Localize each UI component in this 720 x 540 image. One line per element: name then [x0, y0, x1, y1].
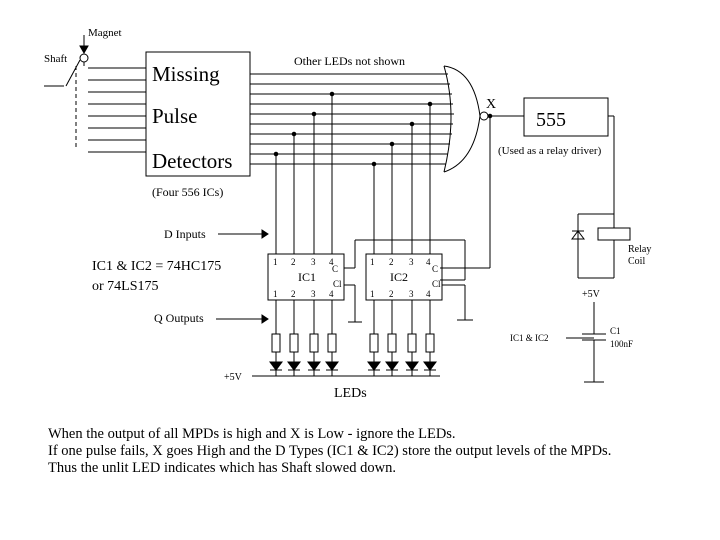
description-note: When the output of all MPDs is high and …	[48, 426, 708, 477]
ic2-pin-d1: 1	[370, 257, 375, 267]
ic1-pin-q2: 2	[291, 289, 296, 299]
relay-label-line2: Coil	[628, 256, 645, 267]
timer-555-label: 555	[536, 109, 566, 131]
magnet-label: Magnet	[88, 27, 122, 39]
relay-circuit	[571, 115, 631, 279]
ic1-pin-d1: 1	[273, 257, 278, 267]
ic1-chip	[267, 253, 345, 301]
cap-name-label: C1	[610, 326, 621, 336]
supply-right-label: +5V	[582, 289, 601, 300]
timer-555-block	[523, 97, 609, 137]
reed-switch	[44, 35, 89, 150]
decoupling-capacitor	[566, 302, 606, 383]
ic2-pin-d4: 4	[426, 257, 431, 267]
mpd-note: (Four 556 ICs)	[152, 185, 223, 199]
ic2-label: IC2	[390, 270, 408, 284]
decoupling-ic-label: IC1 & IC2	[510, 333, 549, 343]
ic1-pin-q4: 4	[329, 289, 334, 299]
ic1-pin-d3: 3	[311, 257, 316, 267]
x-node-label: X	[486, 97, 496, 112]
d-inputs-label: D Inputs	[164, 227, 206, 241]
ic2-pin-q3: 3	[409, 289, 414, 299]
ic1-pin-d2: 2	[291, 257, 296, 267]
mpd-label-line1: Missing	[152, 62, 220, 86]
leds-label: LEDs	[334, 386, 367, 401]
ic1-pin-q3: 3	[311, 289, 316, 299]
clear-pin-grounds	[344, 284, 473, 323]
ic2-pin-d2: 2	[389, 257, 394, 267]
timer-555-note: (Used as a relay driver)	[498, 145, 602, 157]
cap-value-label: 100nF	[610, 339, 633, 349]
ic2-pin-q4: 4	[426, 289, 431, 299]
x-node-wires	[344, 113, 524, 281]
ic1-pin-q1: 1	[273, 289, 278, 299]
supply-left-label: +5V	[224, 372, 243, 383]
ic1-pin-clock: C	[332, 264, 338, 274]
ic2-pin-q1: 1	[370, 289, 375, 299]
shaft-label: Shaft	[44, 53, 67, 65]
q-outputs-label: Q Outputs	[154, 311, 204, 325]
description-line-2: If one pulse fails, X goes High and the …	[48, 443, 612, 459]
ic2-pin-d3: 3	[409, 257, 414, 267]
mpd-label-line2: Pulse	[152, 104, 198, 128]
other-leds-note: Other LEDs not shown	[294, 54, 405, 68]
mpd-input-wires	[88, 67, 146, 153]
description-line-3: Thus the unlit LED indicates which has S…	[48, 460, 396, 476]
ic1-pin-clear: Cl	[333, 279, 342, 289]
relay-label-line1: Relay	[628, 244, 651, 255]
ic2-chip	[365, 253, 443, 301]
ic2-pin-clear: Cl	[432, 279, 441, 289]
ic-type-line2: or 74LS175	[92, 279, 159, 294]
nand-gate	[443, 65, 489, 173]
ic2-pin-q2: 2	[389, 289, 394, 299]
led-array	[252, 300, 440, 377]
mpd-output-bus	[250, 73, 454, 165]
d-input-taps	[273, 91, 433, 254]
description-line-1: When the output of all MPDs is high and …	[48, 426, 456, 442]
ic1-label: IC1	[298, 270, 316, 284]
ic-type-line1: IC1 & IC2 = 74HC175	[92, 259, 221, 274]
ic2-pin-clock: C	[432, 264, 438, 274]
ic1-pin-d4: 4	[329, 257, 334, 267]
mpd-label-line3: Detectors	[152, 149, 232, 173]
